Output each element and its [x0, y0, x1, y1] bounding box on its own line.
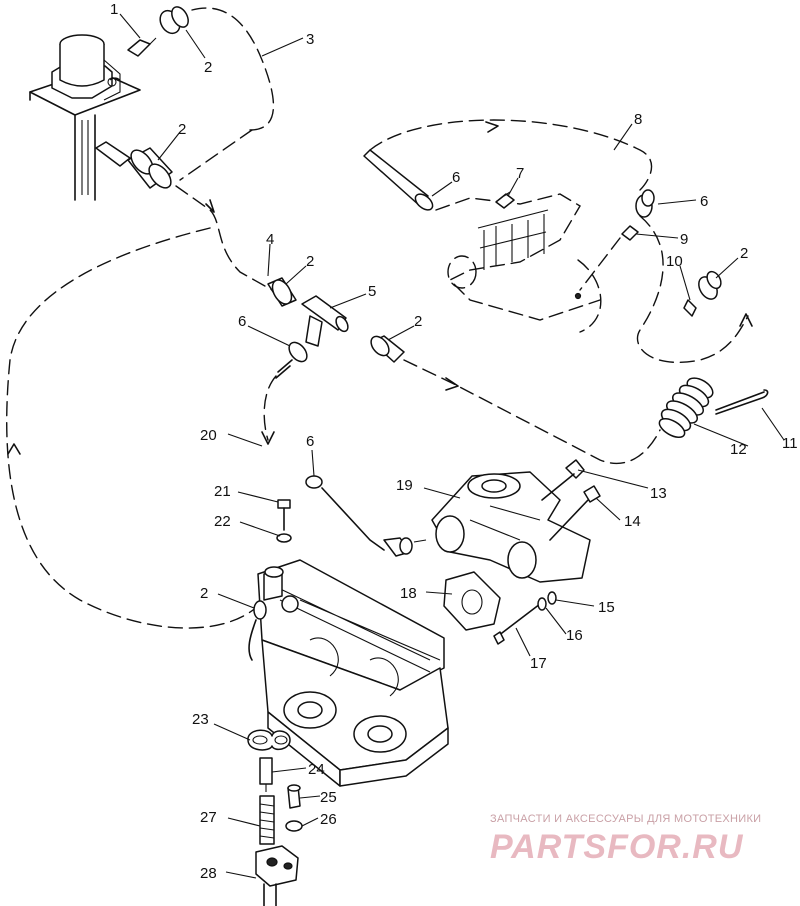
fitting-7: [495, 191, 515, 209]
tee-fitting-5: [301, 295, 349, 347]
callout-6: 6: [238, 313, 246, 330]
callout-1: 1: [110, 1, 118, 18]
callout-25: 25: [320, 789, 337, 806]
callout-13: 13: [650, 485, 667, 502]
washer-26: [285, 820, 303, 832]
spring-12: [658, 377, 714, 439]
bolt-14: [549, 485, 601, 541]
callout-5: 5: [368, 283, 376, 300]
callout-14: 14: [624, 513, 641, 530]
callout-6: 6: [306, 433, 314, 450]
arrow-pump-right: [739, 313, 753, 327]
bolt-17: [493, 603, 541, 645]
callout-27: 27: [200, 809, 217, 826]
hose-4-upper: [95, 141, 173, 189]
callout-2: 2: [178, 121, 186, 138]
oil-pump-body: [435, 193, 602, 333]
callout-17: 17: [530, 655, 547, 672]
callout-23: 23: [192, 711, 209, 728]
callout-24: 24: [308, 761, 325, 778]
callout-20: 20: [200, 427, 217, 444]
callout-9: 9: [680, 231, 688, 248]
callout-28: 28: [200, 865, 217, 882]
washer-22: [276, 533, 292, 543]
callout-3: 3: [306, 31, 314, 48]
callout-8: 8: [634, 111, 642, 128]
callout-12: 12: [730, 441, 747, 458]
callout-labels: 1 2 3 2 8 6 7 6 4 2 9 2 10 5 6 2 11 12 2…: [110, 1, 798, 882]
fitting-1: [127, 37, 157, 57]
hose-2-to-pump: [403, 359, 661, 465]
callout-19: 19: [396, 477, 413, 494]
callout-26: 26: [320, 811, 337, 828]
bolt-13: [541, 459, 585, 501]
arrow-branch: [261, 431, 275, 445]
hose-6-branch: [263, 375, 277, 441]
callout-22: 22: [214, 513, 231, 530]
callout-18: 18: [400, 585, 417, 602]
callout-10: 10: [666, 253, 683, 270]
hose-8-loop: [369, 119, 653, 191]
hose-pump-right: [636, 215, 749, 364]
callout-11: 11: [782, 435, 798, 452]
manifold-19: [431, 471, 591, 583]
washer-15: [547, 591, 557, 605]
callout-2: 2: [414, 313, 422, 330]
hose-20-loop: [6, 227, 259, 629]
washer-16: [537, 597, 547, 611]
callout-4: 4: [266, 231, 274, 248]
hose-4-route: [175, 185, 273, 291]
hose-3-return: [179, 129, 253, 181]
hose-pump-mid: [579, 237, 621, 291]
clamp-2-top: [159, 6, 189, 35]
fitting-10: [683, 299, 697, 317]
callout-6: 6: [700, 193, 708, 210]
clamp-2-carb: [248, 600, 267, 661]
clamp-6-left: [275, 341, 308, 379]
bolt-21: [277, 499, 291, 531]
pin-11: [715, 389, 769, 415]
leader-lines: [119, 13, 785, 879]
callout-15: 15: [598, 599, 615, 616]
arrow-hose-4: [205, 199, 215, 213]
callout-7: 7: [516, 165, 524, 182]
callout-2: 2: [306, 253, 314, 270]
clamp-2-mid: [267, 277, 297, 307]
fitting-25: [287, 784, 301, 809]
callout-2: 2: [740, 245, 748, 262]
arrow-hose-8: [485, 121, 499, 133]
arrow-hose-20: [7, 443, 21, 455]
hose-3-route: [191, 7, 275, 131]
watermark-tagline: ЗАПЧАСТИ И АКСЕССУАРЫ ДЛЯ МОТОТЕХНИКИ: [490, 813, 761, 825]
clamp-2-right: [698, 270, 722, 300]
oil-tank: [29, 34, 141, 201]
gasket-23: [247, 729, 291, 751]
callout-21: 21: [214, 483, 231, 500]
fitting-9: [621, 225, 639, 241]
carb-fitting: [281, 595, 299, 613]
gasket-18: [443, 571, 501, 631]
block-28: [255, 845, 299, 906]
callout-2: 2: [200, 585, 208, 602]
callout-2: 2: [204, 59, 212, 76]
hose-6-pipe: [363, 149, 429, 207]
watermark: ЗАПЧАСТИ И АКСЕССУАРЫ ДЛЯ МОТОТЕХНИКИ PA…: [490, 813, 761, 866]
spring-27: [259, 795, 275, 845]
callout-16: 16: [566, 627, 583, 644]
valve-24: [259, 757, 273, 792]
carburetor-assembly: [257, 559, 449, 787]
callout-6: 6: [452, 169, 460, 186]
watermark-logo: PARTSFOR.RU: [490, 828, 744, 866]
clamp-6-right: [635, 189, 655, 218]
arrow-to-pump: [445, 377, 459, 391]
clamp-2-tee: [370, 335, 405, 363]
